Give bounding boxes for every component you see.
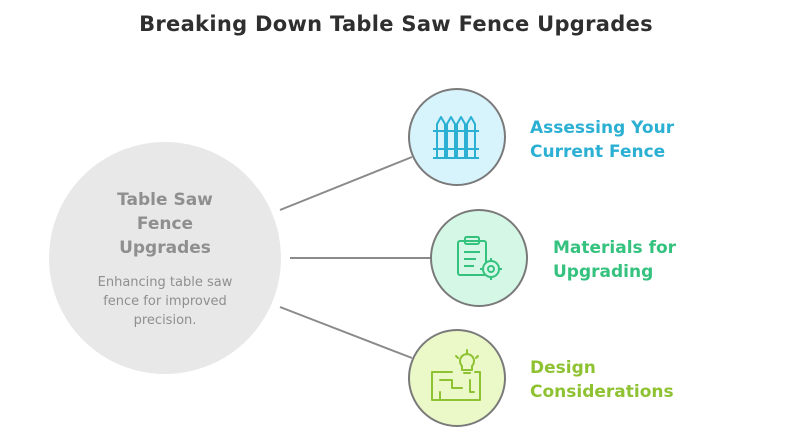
clipboard-gear-icon	[457, 236, 502, 280]
branch-label-materials: Materials for Upgrading	[553, 238, 677, 282]
central-topic-description: Enhancing table saw fence for improved p…	[97, 275, 233, 328]
central-topic-title: Table Saw Fence Upgrades	[117, 190, 213, 258]
connector-line-0	[279, 156, 413, 211]
branch-label-assessing: Assessing Your Current Fence	[530, 118, 675, 162]
branch-node-design	[408, 329, 506, 427]
central-hub-circle	[49, 142, 281, 374]
page-title: Breaking Down Table Saw Fence Upgrades	[139, 12, 653, 36]
connector-line-2	[279, 306, 413, 359]
fence-icon	[433, 116, 479, 159]
branch-node-materials	[430, 209, 528, 307]
branch-node-assessing	[408, 88, 506, 186]
blueprint-lightbulb-icon	[431, 349, 481, 401]
branch-label-design: Design Considerations	[530, 358, 674, 402]
